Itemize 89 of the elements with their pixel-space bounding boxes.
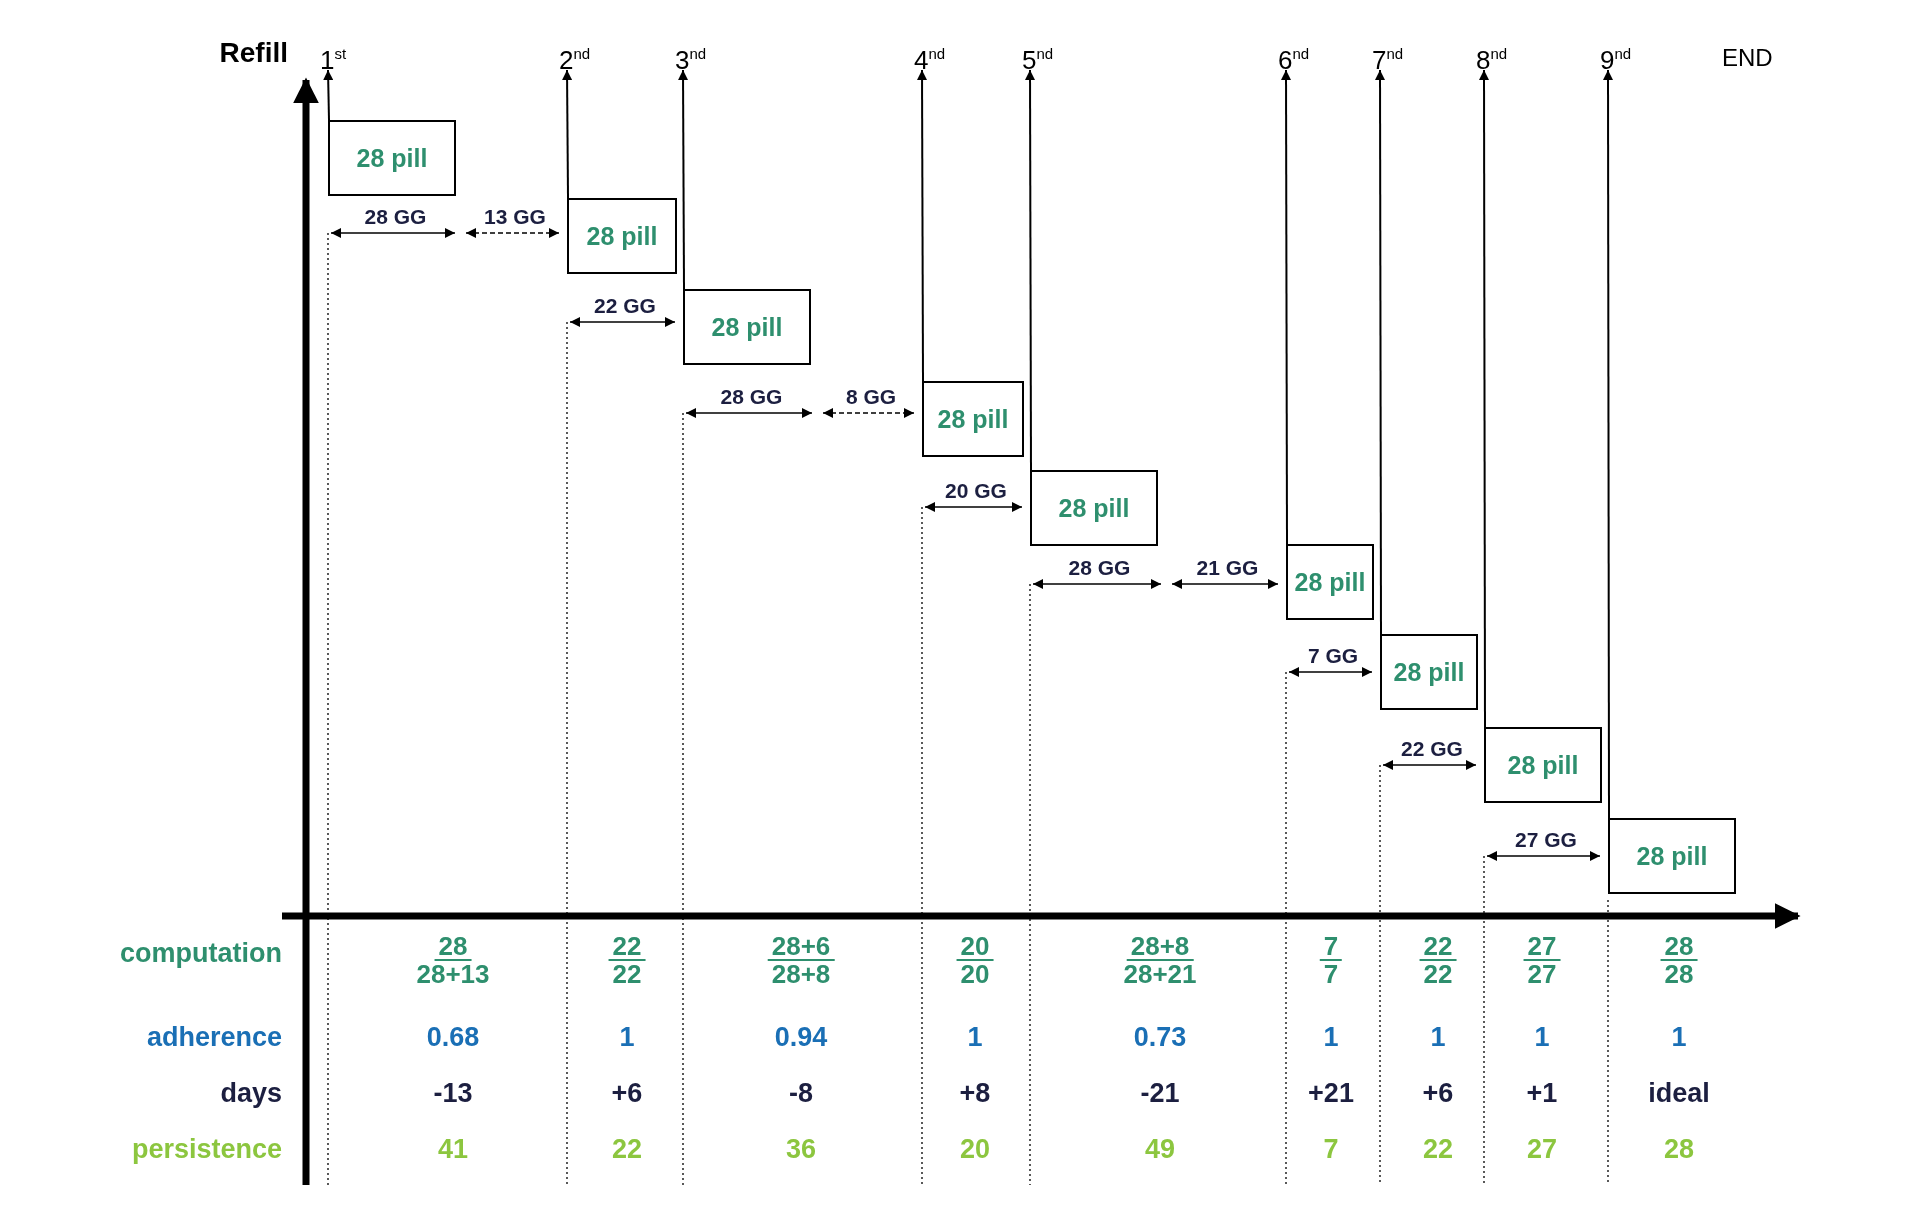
fraction-denominator: 28+8	[770, 961, 832, 987]
row-header: days	[220, 1078, 282, 1108]
arrow	[1479, 69, 1489, 728]
fraction-denominator: 22	[611, 961, 643, 987]
pill-box: 28 pill	[567, 198, 677, 274]
table-value: 1	[619, 1022, 635, 1052]
dimension-label: 7 GG	[1307, 644, 1359, 668]
pill-box: 28 pill	[683, 289, 811, 365]
arrow	[917, 69, 928, 382]
table-value: 1	[1671, 1022, 1687, 1052]
dimension-label: 22 GG	[1401, 737, 1463, 761]
dimension-label: 13 GG	[484, 205, 546, 229]
fraction-numerator: 22	[1419, 933, 1457, 961]
table-value: 0.68	[426, 1022, 480, 1052]
arrow	[1281, 69, 1291, 545]
pill-box: 28 pill	[1484, 727, 1602, 803]
table-value: 36	[786, 1134, 816, 1164]
fraction-numerator: 27	[1523, 933, 1561, 961]
pill-box: 28 pill	[922, 381, 1024, 457]
dimension-label: 27 GG	[1515, 828, 1577, 852]
table-value: -8	[789, 1078, 813, 1108]
table-value: 1	[967, 1022, 983, 1052]
table-value: 7	[1323, 1134, 1339, 1164]
table-value: 20	[960, 1134, 990, 1164]
dimension-label: 28 GG	[364, 205, 427, 229]
pill-box: 28 pill	[1030, 470, 1158, 546]
table-value: +6	[611, 1078, 643, 1108]
pill-box: 28 pill	[1608, 818, 1736, 894]
refill-label: 5$^{nd}$	[1022, 40, 1054, 74]
fraction-numerator: 28	[434, 933, 472, 961]
table-value: -13	[433, 1078, 473, 1108]
fraction-numerator: 28+6	[767, 933, 835, 961]
fraction-denominator: 28+21	[1122, 961, 1198, 987]
fraction-denominator: 27	[1526, 961, 1558, 987]
refill-label: 2$^{nd}$	[559, 40, 591, 74]
arrow	[1375, 69, 1385, 635]
row-header: computation	[120, 938, 282, 968]
table-value: +21	[1308, 1078, 1354, 1108]
dimension-label: 28 GG	[720, 385, 783, 409]
refill-label: 8$^{nd}$	[1476, 40, 1508, 74]
dimension-label: 20 GG	[945, 479, 1007, 503]
fraction-denominator: 28	[1663, 961, 1695, 987]
dimension-label: 22 GG	[594, 294, 656, 318]
row-header: adherence	[146, 1022, 282, 1052]
table-value: 49	[1145, 1134, 1175, 1164]
refill-label: 7$^{nd}$	[1372, 40, 1404, 74]
fraction-numerator: 28	[1660, 933, 1698, 961]
table-value: +6	[1422, 1078, 1454, 1108]
fraction-denominator: 22	[1422, 961, 1454, 987]
fraction-numerator: 28+8	[1126, 933, 1194, 961]
refill-label: 9$^{nd}$	[1600, 40, 1632, 74]
row-header: persistence	[131, 1134, 282, 1164]
table-value: 0.94	[774, 1022, 828, 1052]
table-value: +8	[959, 1078, 991, 1108]
fraction-denominator: 7	[1322, 961, 1340, 987]
end-label: END	[1722, 44, 1773, 72]
fraction-numerator: 20	[956, 933, 994, 961]
table-value: ideal	[1648, 1078, 1710, 1108]
refill-label: 1$^{st}$	[320, 40, 347, 74]
table-value: 22	[612, 1134, 642, 1164]
arrow	[323, 69, 334, 121]
dimension-label: 8 GG	[845, 385, 897, 409]
table-value: +1	[1526, 1078, 1558, 1108]
table-value: 22	[1423, 1134, 1453, 1164]
axis-title: Refill	[219, 38, 288, 68]
fraction-numerator: 7	[1319, 933, 1343, 961]
arrow	[1603, 69, 1613, 819]
fraction-denominator: 20	[959, 961, 991, 987]
pill-box: 28 pill	[1286, 544, 1374, 620]
pill-box: 28 pill	[1380, 634, 1478, 710]
table-value: 1	[1430, 1022, 1446, 1052]
pill-box: 28 pill	[328, 120, 456, 196]
table-value: 0.73	[1133, 1022, 1187, 1052]
fraction-numerator: 22	[608, 933, 646, 961]
table-value: 41	[438, 1134, 468, 1164]
fraction-denominator: 28+13	[415, 961, 491, 987]
arrow	[678, 69, 689, 290]
arrow	[1025, 69, 1035, 471]
dimension-label: 21 GG	[1196, 556, 1259, 580]
table-value: 1	[1323, 1022, 1339, 1052]
table-value: 27	[1527, 1134, 1557, 1164]
refill-label: 3$^{nd}$	[675, 40, 707, 74]
table-value: 1	[1534, 1022, 1550, 1052]
arrow	[562, 69, 573, 199]
table-value: -21	[1140, 1078, 1180, 1108]
table-value: 28	[1664, 1134, 1694, 1164]
refill-label: 6$^{nd}$	[1278, 40, 1310, 74]
dimension-label: 28 GG	[1068, 556, 1131, 580]
refill-label: 4$^{nd}$	[914, 40, 946, 74]
